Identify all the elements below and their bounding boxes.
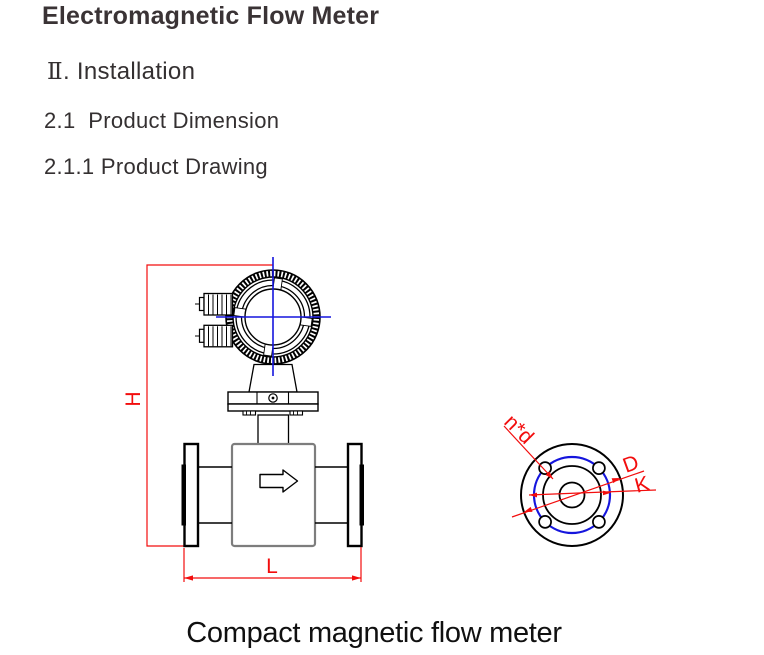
bore-circle [558,481,586,509]
subsection-heading: 2.1 Product Dimension [44,108,280,133]
meter-body [230,442,317,548]
section-numeral: Ⅱ [47,59,63,85]
dimension-l-label: L [266,555,278,578]
centerlines [216,257,331,376]
plate-bolts [242,410,304,416]
pipe-lines [198,466,348,524]
dimension-h-line [146,264,273,547]
subsubsection-heading: 2.1.1 Product Drawing [44,154,268,179]
cable-gland-top [195,292,234,316]
cable-gland-bottom [195,324,234,348]
section-title: . Installation [62,58,196,85]
dimension-k-label: K [632,472,651,498]
junction-plate [227,391,319,416]
dimension-d-label: D [620,451,642,478]
document-title: Electromagnetic Flow Meter [42,2,380,30]
end-view-drawing: n*d D K [499,410,657,547]
bolt-holes [538,461,606,529]
neck-column [257,414,290,445]
dimension-d: D [511,451,645,518]
flange-left [181,442,200,548]
dimension-k: K [528,472,657,498]
dimension-h-label: H [122,391,145,406]
figure-caption: Compact magnetic flow meter [186,617,562,649]
dimension-n-d-label: n*d [499,410,538,449]
section-heading: Ⅱ. Installation [47,58,195,86]
flange-right [346,442,364,548]
flow-arrow [259,469,299,493]
bezel-slots [233,277,313,357]
dimension-l: L [183,547,362,582]
front-view-drawing: L H [122,257,364,582]
